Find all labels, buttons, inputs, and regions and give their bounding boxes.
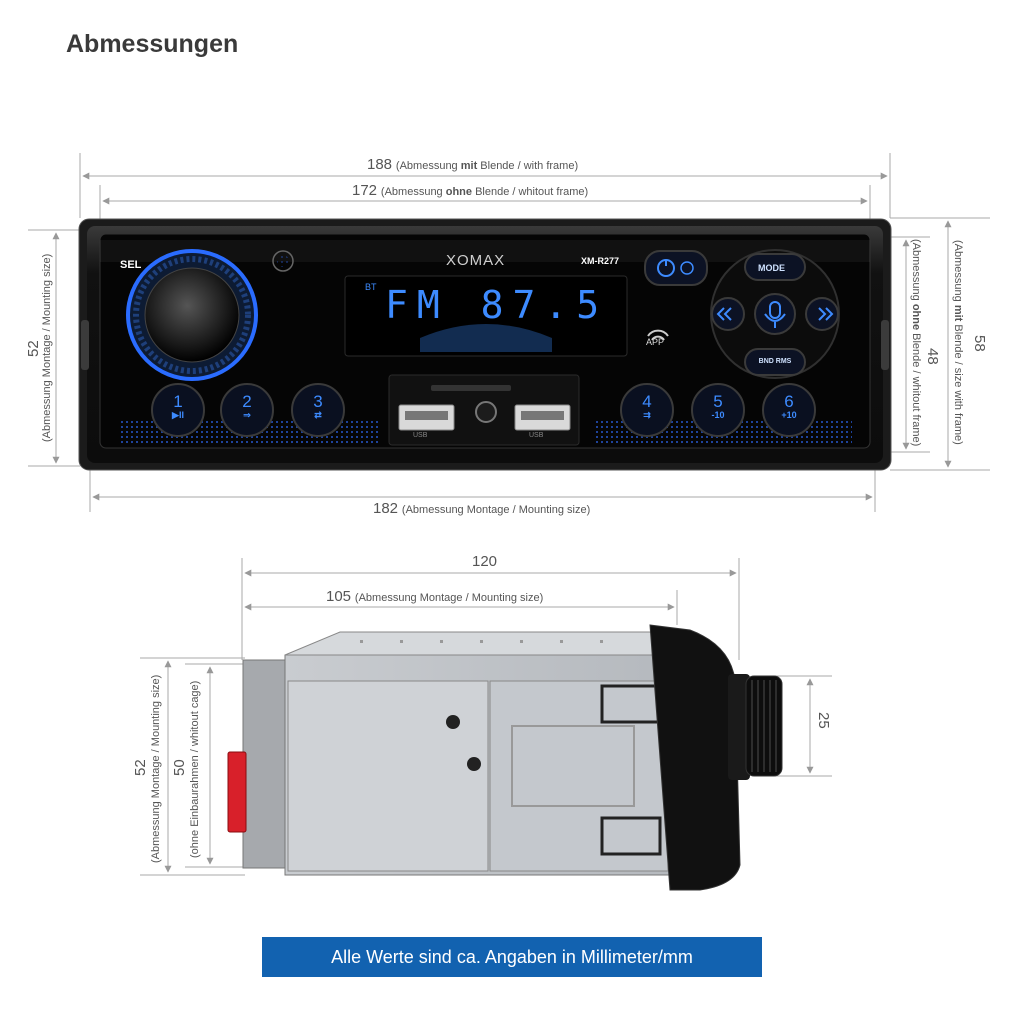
dim-height-with-frame: 58 xyxy=(971,335,988,352)
units-note-banner: Alle Werte sind ca. Angaben in Millimete… xyxy=(262,937,762,977)
preset-1: 1▶II xyxy=(172,392,184,420)
usb1-label: USB xyxy=(413,432,428,439)
mode-button: MODE xyxy=(758,263,785,273)
model-label: XM-R277 xyxy=(581,256,620,266)
dim-width-without-frame: 172 (Abmessung ohne Blende / whitout fra… xyxy=(352,182,589,199)
sel-label: SEL xyxy=(120,259,142,271)
brand-logo: XOMAX xyxy=(446,252,506,269)
preset-5: 5-10 xyxy=(711,392,725,420)
preset-6: 6+10 xyxy=(781,392,797,420)
dim-width-mounting: 182 (Abmessung Montage / Mounting size) xyxy=(373,500,591,517)
dim-knob-height: 25 xyxy=(815,712,832,729)
dim-height-mounting-front-note: (Abmessung Montage / Mounting size) xyxy=(41,253,53,442)
app-label: APP xyxy=(646,337,665,347)
dim-height-without-cage-note: (ohne Einbaurahmen / whitout cage) xyxy=(189,680,201,858)
dim-width-with-frame: 188 (Abmessung mit Blende / with frame) xyxy=(367,156,579,173)
usb2-label: USB xyxy=(529,432,544,439)
band-button: BND RMS xyxy=(758,358,792,365)
front-dimension-lines xyxy=(28,153,990,512)
preset-3: 3⇄ xyxy=(313,392,323,420)
dim-height-without-cage: 50 xyxy=(171,759,188,776)
dim-height-without-frame-note: (Abmessung ohne Blende / whitout frame) xyxy=(910,239,922,447)
dim-height-mounting-side-note: (Abmessung Montage / Mounting size) xyxy=(150,674,162,863)
dim-depth-mounting: 105 (Abmessung Montage / Mounting size) xyxy=(326,588,544,605)
page-title: Abmessungen xyxy=(66,30,239,58)
radio-front xyxy=(78,218,892,471)
preset-4: 4⇉ xyxy=(642,392,652,420)
dim-height-with-frame-note: (Abmessung mit Blende / size with frame) xyxy=(952,240,964,445)
dim-height-mounting-front: 52 xyxy=(25,340,42,357)
display-bt-indicator: BT xyxy=(365,282,377,292)
dim-height-mounting-side: 52 xyxy=(132,759,149,776)
radio-side-view xyxy=(227,624,783,891)
display-frequency: FM 87.5 xyxy=(385,283,609,327)
dim-height-without-frame: 48 xyxy=(924,348,941,365)
dim-depth-total: 120 xyxy=(472,553,498,570)
preset-2: 2⇒ xyxy=(242,392,252,420)
